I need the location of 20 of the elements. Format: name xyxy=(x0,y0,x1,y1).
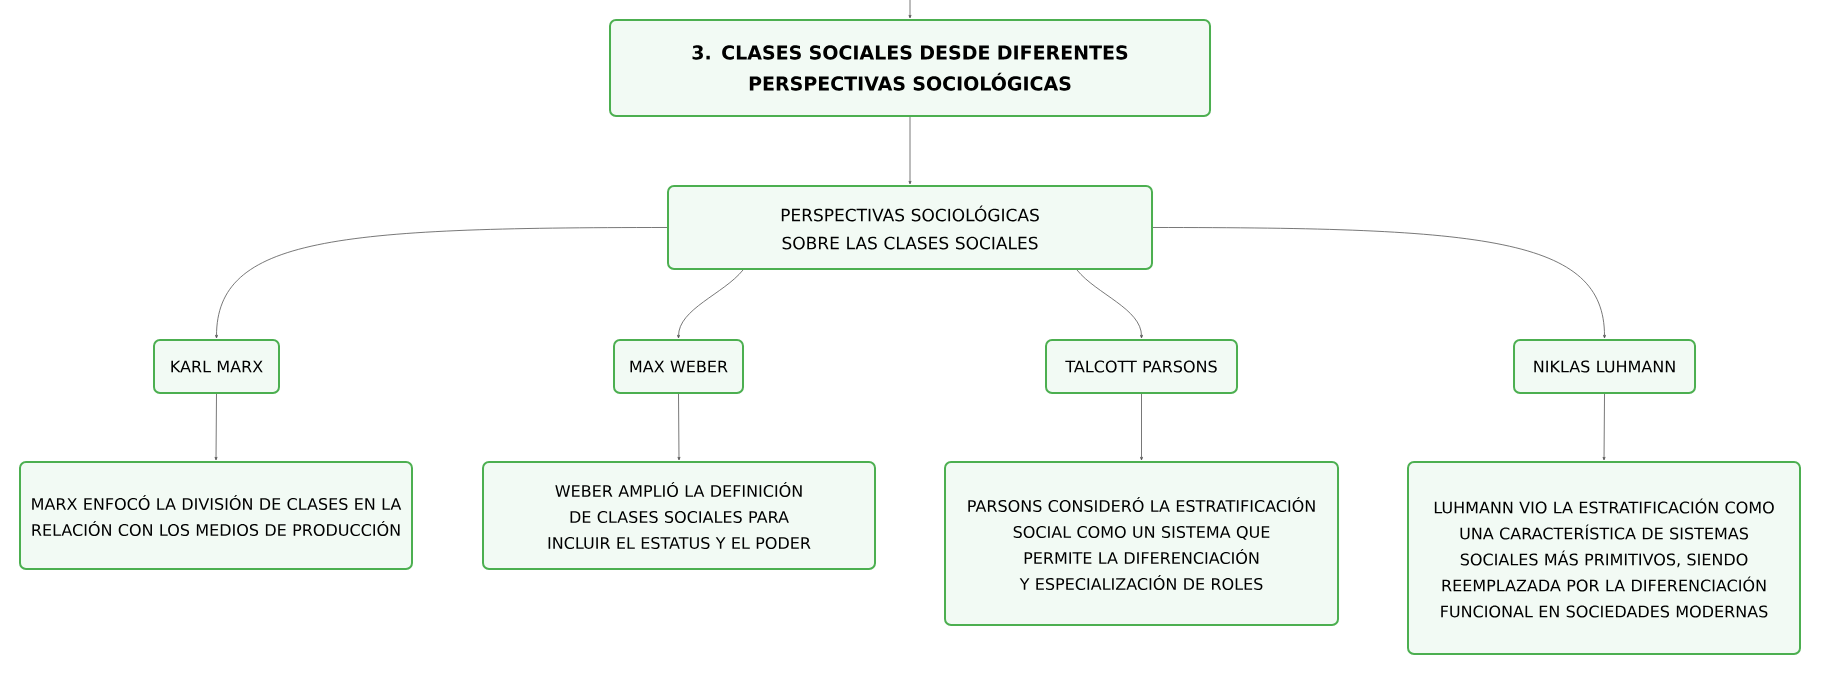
name-box: KARL MARX xyxy=(153,339,280,394)
arrow xyxy=(214,393,218,461)
name-box: TALCOTT PARSONS xyxy=(1045,339,1238,394)
arrow xyxy=(1152,227,1606,339)
arrow xyxy=(908,0,912,19)
arrow xyxy=(215,227,668,339)
description-box: WEBER AMPLIÓ LA DEFINICIÓN DE CLASES SOCIALES PARA INCLUIR EL ESTATUS Y EL PODER xyxy=(482,461,876,570)
title-box: 3. CLASES SOCIALES DESDE DIFERENTES PERSPECTIVAS SOCIOLÓGICAS xyxy=(609,19,1211,117)
category-box: PERSPECTIVAS SOCIOLÓGICAS SOBRE LAS CLASES SOCIALES xyxy=(667,185,1153,270)
name-box: MAX WEBER xyxy=(613,339,744,394)
arrow xyxy=(1602,393,1606,461)
name-box: NIKLAS LUHMANN xyxy=(1513,339,1696,394)
description-box: PARSONS CONSIDERÓ LA ESTRATIFICACIÓN SOCIAL COMO UN SISTEMA QUE PERMITE LA DIFERENCIACIÓN Y ESPECIALIZACIÓN DE ROLES xyxy=(944,461,1339,626)
description-box: LUHMANN VIO LA ESTRATIFICACIÓN COMO UNA CARACTERÍSTICA DE SISTEMAS SOCIALES MÁS PRIMITIVOS, SIENDO REEMPLAZADA POR LA DIFERENCIACIÓN FUNCIONAL EN SOCIEDADES MODERNAS xyxy=(1407,461,1801,655)
arrow xyxy=(1140,393,1143,461)
description-box: MARX ENFOCÓ LA DIVISIÓN DE CLASES EN LA RELACIÓN CON LOS MEDIOS DE PRODUCCIÓN xyxy=(19,461,413,570)
arrow xyxy=(1076,269,1143,339)
arrow xyxy=(677,393,681,461)
arrow xyxy=(677,269,744,339)
arrow xyxy=(908,116,912,185)
